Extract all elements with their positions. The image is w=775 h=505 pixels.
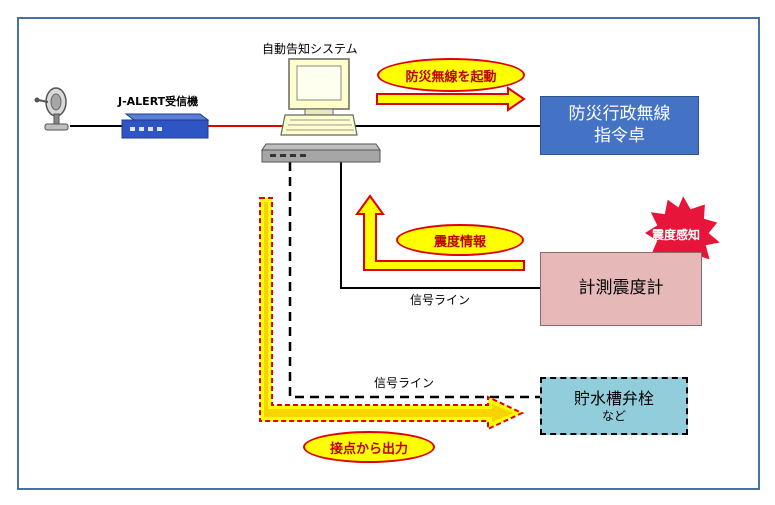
jalert-receiver-icon: [121, 113, 210, 139]
arrow-contact-output: [259, 197, 525, 431]
contact-output-callout: 接点から出力: [303, 431, 435, 463]
intensity-info-callout: 震度情報: [396, 224, 524, 256]
bousai-console-line1: 防災行政無線: [568, 104, 671, 125]
seismometer-box: 計測震度計: [540, 252, 702, 326]
receiver-label: J-ALERT受信機: [118, 95, 199, 108]
computer-icon: [261, 58, 381, 163]
line-computer-seismometer: [340, 162, 540, 289]
start-radio-callout: 防災無線を起動: [377, 58, 525, 92]
valve-box: 貯水槽弁栓 など: [540, 377, 688, 435]
seismometer-label: 計測震度計: [578, 278, 664, 299]
valve-line1: 貯水槽弁栓: [573, 388, 654, 408]
bousai-console-line2: 指令卓: [594, 125, 645, 146]
quake-detect-label: 震度感知: [652, 228, 701, 242]
auto-system-label: 自動告知システム: [262, 42, 358, 56]
valve-line2: など: [601, 408, 626, 423]
bousai-console-box: 防災行政無線 指令卓: [540, 96, 699, 155]
arrow-start-radio: [376, 86, 526, 112]
signal-line-label-1: 信号ライン: [410, 293, 471, 307]
signal-line-label-2: 信号ライン: [374, 376, 435, 390]
arrow-intensity-info: [355, 194, 525, 271]
satellite-dish-icon: [34, 87, 69, 131]
outer-border: [17, 17, 760, 490]
line-computer-valve: [288, 162, 540, 399]
